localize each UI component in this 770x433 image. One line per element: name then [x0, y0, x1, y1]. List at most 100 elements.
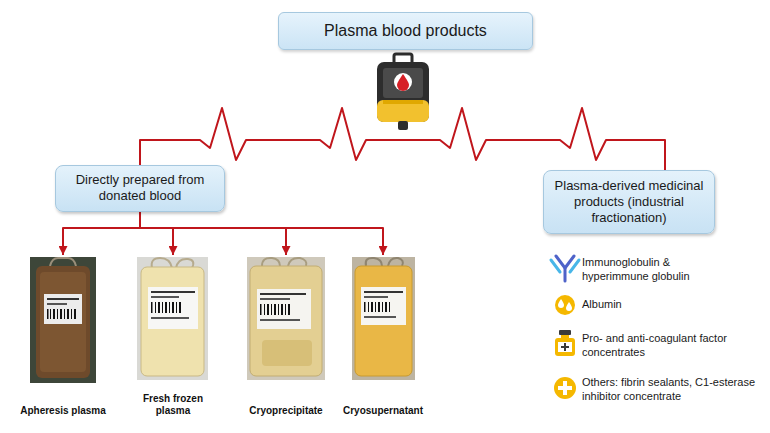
- blood-bag-icon-part: [394, 73, 412, 91]
- product-list-label: Pro- and anti-coagulant factor concentra…: [582, 332, 732, 360]
- branch-arrow: [63, 212, 140, 256]
- cryosupernatant-bag-photo-part: [361, 287, 406, 325]
- apheresis-bag-photo-part: [47, 309, 49, 319]
- cryosupernatant-bag-photo-part: [375, 302, 376, 312]
- product-node: Cryosupernatant: [338, 255, 428, 417]
- blood-bag-icon-part: [377, 62, 429, 122]
- factor-bottle-icon-part: [561, 346, 569, 348]
- cryoprecipitate-bag-photo-part: [260, 298, 290, 300]
- branch-arrow: [140, 212, 383, 256]
- others-plus-icon-part: [558, 386, 572, 390]
- cryosupernatant-bag-photo-part: [355, 266, 412, 376]
- title-box: Plasma blood products: [278, 12, 533, 50]
- apheresis-bag-photo-part: [47, 303, 67, 305]
- cryosupernatant-bag-photo-part: [371, 302, 373, 312]
- cryoprecipitate-bag-photo-part: [247, 257, 325, 380]
- fresh-frozen-bag-photo-part: [169, 302, 170, 313]
- cryoprecipitate-bag-photo-part: [285, 304, 286, 315]
- product-node: Fresh frozen plasma: [133, 255, 213, 417]
- apheresis-bag-photo-part: [47, 298, 79, 300]
- antibody-icon-part: [551, 260, 560, 272]
- antibody-icon-part: [570, 260, 579, 272]
- factor-bottle-icon-part: [555, 338, 575, 356]
- blood-bag-icon-part: [397, 74, 409, 91]
- apheresis-bag-photo-part: [67, 309, 69, 319]
- albumin-icon-part: [566, 302, 572, 311]
- product-label: Cryoprecipitate: [249, 405, 322, 417]
- cryosupernatant-bag-photo-part: [364, 316, 396, 318]
- fresh-frozen-bag-photo-part: [158, 302, 160, 313]
- fresh-frozen-bag-photo-part: [165, 302, 167, 313]
- others-plus-icon: [554, 377, 576, 399]
- apheresis-bag-photo-part: [50, 258, 76, 266]
- fresh-frozen-bag-photo-part: [172, 302, 174, 313]
- apheresis-bag-photo-part: [44, 294, 82, 324]
- cryoprecipitate-bag-photo-part: [267, 304, 269, 315]
- cryosupernatant-bag-photo-part: [389, 302, 390, 312]
- cryosupernatant-bag-photo-part: [368, 302, 369, 312]
- cryosupernatant-bag-photo-part: [364, 302, 366, 312]
- cryoprecipitate-bag-photo-part: [257, 289, 311, 329]
- product-label: Cryosupernatant: [343, 405, 423, 417]
- cryoprecipitate-bag-photo-part: [274, 304, 276, 315]
- cryosupernatant-bag-photo-part: [352, 257, 415, 380]
- apheresis-bag-photo-part: [50, 309, 51, 319]
- fresh-frozen-bag-photo-part: [155, 302, 156, 313]
- cryosupernatant-bag-photo-part: [385, 302, 387, 312]
- box-text: Plasma-derived medicinal products (indus…: [552, 178, 706, 227]
- albumin-icon-part: [558, 299, 564, 308]
- antibody-icon: [551, 256, 579, 281]
- product-list-label: Others: fibrin sealants, C1-esterase inh…: [582, 376, 764, 404]
- cryosupernatant-bag-photo-part: [364, 291, 403, 293]
- factor-bottle-icon: [555, 330, 575, 356]
- fresh-frozen-bag-photo-part: [176, 302, 177, 313]
- cryoprecipitate-bag-photo-part: [271, 304, 272, 315]
- fresh-frozen-bag-photo-part: [141, 267, 204, 376]
- apheresis-bag-photo-part: [53, 309, 55, 319]
- fresh-frozen-bag-photo-part: [148, 287, 198, 329]
- cryoprecipitate-bag-photo-part: [260, 293, 306, 295]
- apheresis-bag-photo-part: [64, 309, 65, 319]
- blood-bag-icon-part: [398, 121, 408, 130]
- cryosupernatant-bag-photo-part: [366, 258, 403, 266]
- cryosupernatant-bag-photo-part: [378, 302, 380, 312]
- apheresis-bag-photo-part: [40, 272, 86, 372]
- factor-bottle-icon-part: [561, 335, 569, 338]
- apheresis-bag-photo-part: [36, 266, 90, 378]
- cryoprecipitate-bag-photo-part: [264, 304, 265, 315]
- factor-bottle-icon-part: [558, 342, 572, 352]
- process-box: Directly prepared from donated blood: [55, 165, 225, 212]
- fresh-frozen-bag-photo-part: [151, 296, 179, 298]
- cryoprecipitate-bag-photo: [247, 257, 325, 380]
- cryoprecipitate-bag-photo-part: [260, 319, 300, 321]
- fresh-frozen-bag-photo-part: [179, 302, 181, 313]
- albumin-icon-part: [555, 295, 575, 315]
- cryoprecipitate-bag-photo-part: [260, 304, 262, 315]
- fresh-frozen-bag-photo-part: [137, 257, 208, 380]
- product-list-label: Immunoglobulin & hyperimmune globulin: [582, 256, 732, 284]
- product-list-label: Albumin: [582, 298, 732, 312]
- cryosupernatant-bag-photo-part: [382, 302, 383, 312]
- cryoprecipitate-bag-photo-part: [288, 304, 290, 315]
- ecg-connector: [140, 108, 665, 170]
- fresh-frozen-bag-photo: [137, 257, 208, 380]
- cryosupernatant-bag-photo: [352, 257, 415, 380]
- cryoprecipitate-bag-photo-part: [250, 266, 322, 376]
- branch-arrow: [140, 212, 173, 256]
- fresh-frozen-bag-photo-part: [162, 302, 163, 313]
- cryoprecipitate-bag-photo-part: [262, 340, 312, 366]
- blood-bag-icon-part: [383, 100, 423, 104]
- cryoprecipitate-bag-photo-part: [278, 304, 279, 315]
- process-box: Plasma-derived medicinal products (indus…: [543, 170, 715, 234]
- apheresis-bag-photo-part: [30, 257, 96, 383]
- fresh-frozen-bag-photo-part: [151, 302, 153, 313]
- albumin-icon: [555, 295, 575, 315]
- apheresis-bag-photo-part: [74, 309, 76, 319]
- apheresis-bag-photo-part: [57, 309, 58, 319]
- blood-bag-icon: [377, 54, 429, 130]
- apheresis-bag-photo-part: [71, 309, 72, 319]
- box-text: Directly prepared from donated blood: [64, 172, 216, 205]
- cryoprecipitate-bag-photo-part: [262, 258, 306, 266]
- blood-bag-icon-part: [383, 68, 423, 98]
